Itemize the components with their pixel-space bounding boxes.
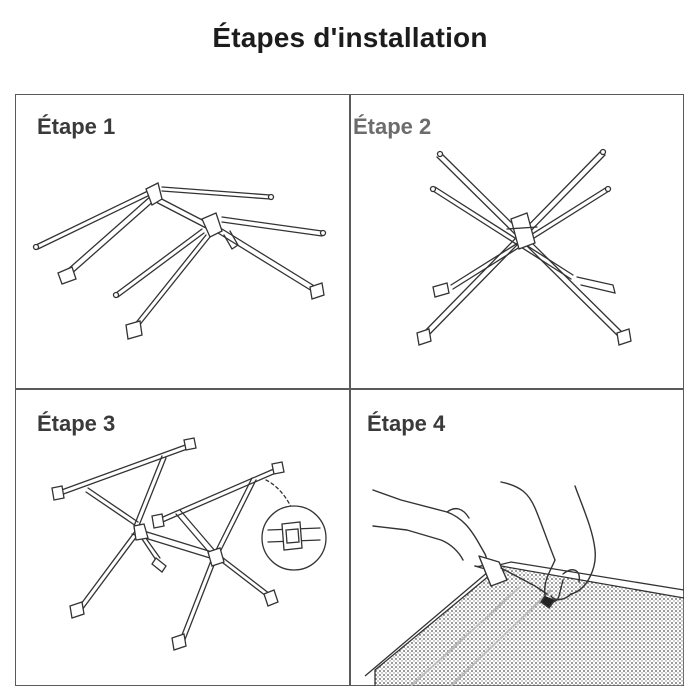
step-3-drawing [51, 437, 327, 651]
step-4-label: Étape 4 [367, 411, 446, 436]
step-4-drawing [364, 481, 684, 686]
step-3-illustration [16, 390, 349, 686]
step-1-drawing [32, 182, 327, 340]
step-1-label: Étape 1 [37, 114, 116, 139]
page-title: Étapes d'installation [212, 22, 488, 53]
step-4-illustration [351, 390, 684, 686]
grid-divider-horizontal [15, 388, 684, 390]
step-2-drawing [416, 148, 632, 346]
grid-divider-vertical [349, 94, 351, 686]
step-3-label: Étape 3 [37, 411, 116, 436]
step-2-illustration [351, 95, 684, 387]
step-2-label: Étape 2 [353, 114, 432, 139]
step-1-illustration [16, 95, 349, 387]
